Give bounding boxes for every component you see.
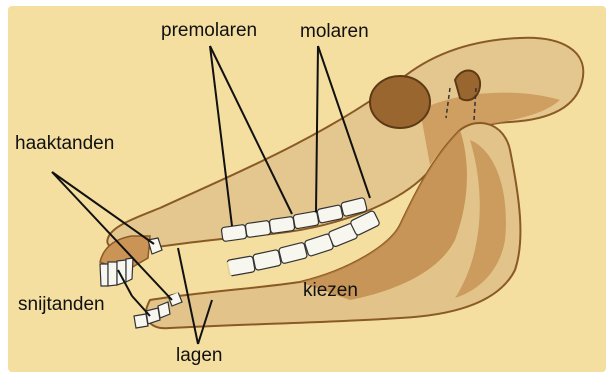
temporal-opening bbox=[455, 70, 480, 100]
label-molaren: molaren bbox=[300, 22, 369, 41]
eye-orbit bbox=[370, 76, 430, 128]
label-haaktanden: haaktanden bbox=[15, 134, 114, 153]
label-lagen: lagen bbox=[176, 346, 223, 365]
label-snijtanden: snijtanden bbox=[18, 295, 105, 314]
label-kiezen: kiezen bbox=[303, 281, 358, 300]
label-premolaren: premolaren bbox=[161, 21, 257, 40]
